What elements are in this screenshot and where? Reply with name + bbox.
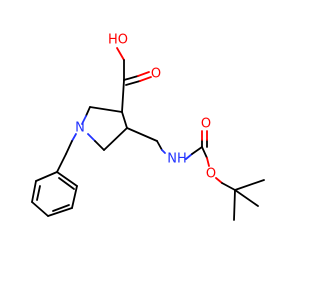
molecule-structure: HO O N NH O O [31,33,265,221]
ring-nitrogen-label: N [75,121,85,136]
bond-c2-n [85,106,91,117]
atom-labels: HO O N NH O O [75,33,216,182]
hydroxyl-label: HO [108,33,128,48]
bond-nh-c-colored [185,153,193,160]
bond-ph-inner-a [36,185,41,201]
bond-ph-3 [31,201,49,217]
bond-acid-c-o-b [139,76,152,82]
bond-ph-6 [56,171,78,187]
bond-c5-c4 [103,127,128,151]
bond-tbu-ch3-right [234,189,259,207]
carbamate-carbonyl-oxygen-label: O [201,117,211,132]
bond-ph-5 [71,185,78,209]
ester-oxygen-label: O [206,167,216,182]
bond-o-tbu-red [215,177,223,184]
bond-ph-inner-b [52,204,70,212]
bond-ch2-nh-colored [161,149,166,154]
bond-c-o-ester-red [206,157,210,167]
bonds [31,47,265,221]
bond-acid-c-o-a [137,71,150,77]
bond-n-c5 [94,140,105,151]
amide-nitrogen-label: NH [167,152,187,167]
bond-c4-ch2 [126,127,158,142]
bond-c4-c3 [121,111,128,129]
bond-ph-2 [31,180,37,203]
bond-ph-4 [47,207,73,217]
bond-c-oh [116,47,125,61]
bond-c3-c2 [89,106,123,113]
bond-ph-inner-c [58,177,75,190]
bond-ch2-phenyl [56,153,67,173]
bond-tbu-ch3-top [234,179,265,191]
bond-c-o-ester [201,146,208,159]
bond-ch2-nh-black [156,140,163,151]
bond-ph-1 [35,171,58,182]
bond-c2-n-colored [81,115,87,125]
bond-nh-c [191,146,203,155]
bond-acid-carbon-dbl-a [123,75,139,81]
bond-n-c5-colored [87,133,96,142]
bond-c3-cooh [121,79,125,113]
bond-o-tbu [221,182,236,191]
bond-n-ch2 [65,140,73,155]
acid-carbonyl-oxygen-label: O [151,67,161,82]
bond-n-ch2-colored [71,133,77,142]
bond-tbu-ch3-bottom [233,189,236,221]
bond-acid-carbon-dbl-b [125,80,141,86]
